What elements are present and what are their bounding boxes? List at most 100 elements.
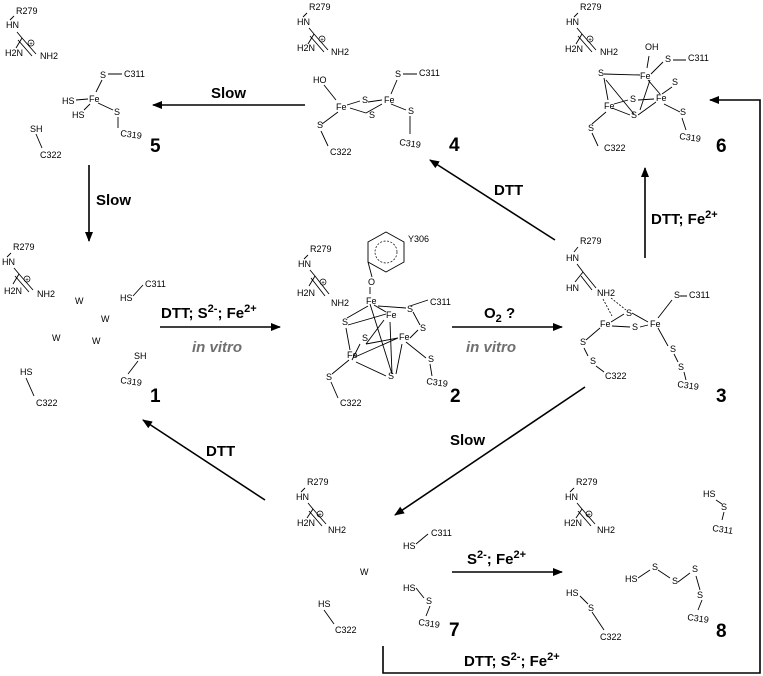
- fe-atom: Fe: [384, 95, 395, 105]
- arrow-3-to-4: [429, 159, 556, 241]
- arrow-7-to-6: [382, 96, 761, 674]
- arg-r279-group: R279 HN H2N NH2 +: [2, 242, 55, 299]
- fe-atom: Fe: [366, 296, 377, 306]
- c322-label: C322: [600, 632, 622, 642]
- r279-label: R279: [580, 2, 602, 12]
- arrow-3-to-7: [394, 386, 586, 516]
- r279-label: R279: [309, 2, 331, 12]
- s-atom: S: [670, 344, 676, 354]
- water-label: W: [101, 314, 110, 324]
- c322-label: C322: [36, 398, 58, 408]
- fe-atom: Fe: [640, 71, 651, 81]
- hs-atom: HS: [566, 588, 579, 598]
- compound-number: 8: [716, 621, 727, 642]
- fe-atom: Fe: [336, 102, 347, 112]
- hn-label: HN: [297, 17, 310, 27]
- s-atom: S: [721, 502, 727, 512]
- c311-label: C311: [712, 523, 734, 536]
- plus-charge: +: [29, 42, 33, 48]
- s-atom: S: [678, 362, 684, 372]
- h2n-label: H2N: [4, 286, 22, 296]
- s-atom: S: [428, 354, 434, 364]
- compound-number: 6: [716, 136, 727, 157]
- r279-label: R279: [13, 242, 35, 252]
- compound-number: 3: [716, 386, 727, 407]
- fe-atom: Fe: [89, 94, 100, 104]
- fe-atom: Fe: [386, 310, 397, 320]
- s-atom: S: [692, 564, 698, 574]
- compound-5: R279 HN H2N NH2 + Fe S C311 HS HS S C319…: [5, 6, 161, 160]
- c311-label: C311: [419, 68, 440, 78]
- hn-label: HN: [565, 492, 578, 502]
- condition-dtt: DTT: [494, 182, 523, 199]
- nh2-label: NH2: [37, 289, 55, 299]
- s-atom: S: [680, 107, 686, 117]
- hs-atom: HS: [403, 541, 416, 551]
- water-label: W: [52, 333, 61, 343]
- hs-atom: HS: [318, 599, 331, 609]
- hs-atom: HS: [72, 110, 85, 120]
- water-label: W: [75, 296, 84, 306]
- r279-label: R279: [580, 236, 602, 246]
- compound-3: R279 HN HN NH2 Fe S S Fe S C311 S S C319…: [566, 236, 727, 407]
- c311-label: C311: [145, 279, 166, 289]
- s-atom: S: [697, 590, 703, 600]
- s-atom: S: [665, 54, 671, 64]
- plus-charge: +: [318, 513, 322, 519]
- s-atom: S: [632, 322, 638, 332]
- plus-charge: +: [321, 281, 325, 287]
- fe-atom: Fe: [604, 101, 615, 111]
- c319-label: C319: [399, 137, 422, 150]
- s-atom: S: [362, 333, 368, 343]
- h2n-label: H2N: [297, 288, 315, 298]
- s-atom: S: [100, 70, 106, 80]
- nh2-label: NH2: [597, 525, 615, 535]
- c322-label: C322: [335, 625, 357, 635]
- c319-label: C319: [677, 379, 700, 392]
- y306-label: Y306: [408, 234, 429, 244]
- c311-label: C311: [124, 69, 145, 79]
- c319-label: C319: [679, 131, 702, 144]
- hn-label: HN: [566, 283, 579, 293]
- s-atom: S: [598, 68, 604, 78]
- s-atom: S: [408, 106, 414, 116]
- arg-r279-group: R279 HN H2N NH2 +: [565, 2, 618, 57]
- c311-label: C311: [688, 53, 709, 63]
- condition-dtt-s-fe: DTT; S2-; Fe2+: [464, 651, 560, 670]
- compound-number: 5: [150, 136, 161, 157]
- arg-r279-group: R279 HN H2N NH2 +: [297, 244, 349, 308]
- arg-r279-group: R279 HN H2N NH2 +: [296, 477, 346, 535]
- compound-1: R279 HN H2N NH2 + W W W W HS C311 SH C31…: [2, 242, 166, 408]
- condition-slow: Slow: [450, 432, 485, 449]
- s-atom: S: [590, 356, 596, 366]
- c319-label: C319: [687, 612, 710, 625]
- c311-label: C311: [689, 290, 710, 300]
- hn-label: HN: [2, 257, 15, 267]
- c319-label: C319: [120, 375, 143, 388]
- hs-atom: HS: [703, 489, 716, 499]
- s-atom: S: [672, 77, 678, 87]
- s-atom: S: [652, 562, 658, 572]
- compound-7: R279 HN H2N NH2 + W HS C311 HS S C319 HS…: [296, 477, 460, 641]
- compound-number: 4: [449, 135, 460, 156]
- s-atom: S: [362, 95, 368, 105]
- condition-dtt-fe: DTT; Fe2+: [651, 209, 718, 228]
- c311-label: C311: [430, 297, 451, 307]
- r279-label: R279: [307, 477, 329, 487]
- oh-atom: OH: [645, 42, 659, 52]
- compound-number: 7: [449, 620, 460, 641]
- arrow-7-to-1: [142, 419, 266, 501]
- plus-charge: +: [25, 278, 29, 284]
- s-atom: S: [369, 110, 375, 120]
- s-atom: S: [630, 94, 636, 104]
- s-atom: S: [420, 323, 426, 333]
- arg-r279-group: R279 HN H2N NH2 +: [564, 477, 615, 535]
- s-atom: S: [588, 603, 594, 613]
- fe-atom: Fe: [600, 319, 611, 329]
- s-atom: S: [674, 290, 680, 300]
- c322-label: C322: [605, 371, 627, 381]
- compound-4: R279 HN H2N NH2 + HO Fe S S Fe S C311 S …: [297, 2, 460, 157]
- plus-charge: +: [320, 38, 324, 44]
- hs-atom: HS: [120, 293, 133, 303]
